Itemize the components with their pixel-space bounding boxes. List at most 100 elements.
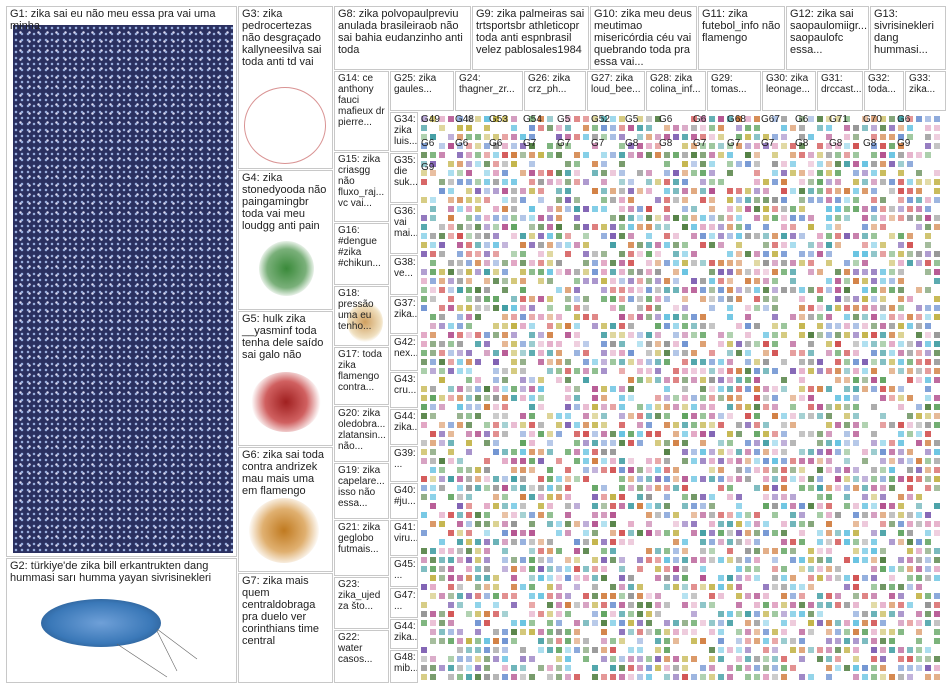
node-tile <box>781 656 787 662</box>
node-tile <box>826 134 832 140</box>
node-tile <box>934 269 940 275</box>
node-tile <box>529 134 535 140</box>
node-tile <box>538 458 544 464</box>
node-tile <box>619 485 625 491</box>
node-tile <box>880 179 886 185</box>
node-tile <box>664 665 670 671</box>
node-tile <box>529 521 535 527</box>
node-tile <box>628 656 634 662</box>
node-tile <box>691 323 697 329</box>
node-tile <box>754 269 760 275</box>
node-tile <box>871 116 877 122</box>
node-tile <box>880 629 886 635</box>
node-tile <box>565 422 571 428</box>
node-tile <box>817 170 823 176</box>
node-tile <box>529 233 535 239</box>
node-tile <box>484 161 490 167</box>
group-g7: G7: zika mais quem centraldobraga pra du… <box>238 573 333 683</box>
node-tile <box>601 431 607 437</box>
node-tile <box>583 233 589 239</box>
node-tile <box>520 422 526 428</box>
node-tile <box>772 557 778 563</box>
node-tile <box>817 503 823 509</box>
node-tile <box>907 575 913 581</box>
node-tile <box>826 539 832 545</box>
node-tile <box>772 314 778 320</box>
node-tile <box>907 323 913 329</box>
node-tile <box>493 611 499 617</box>
node-tile <box>628 260 634 266</box>
node-tile <box>529 305 535 311</box>
node-tile <box>700 422 706 428</box>
group-g28: G28: zika colina_inf... <box>646 71 706 111</box>
node-tile <box>439 278 445 284</box>
node-tile <box>691 260 697 266</box>
node-tile <box>547 602 553 608</box>
node-tile <box>871 575 877 581</box>
node-tile <box>664 323 670 329</box>
node-tile <box>862 251 868 257</box>
node-tile <box>826 161 832 167</box>
node-tile <box>871 269 877 275</box>
node-tile <box>871 449 877 455</box>
group-g10: G10: zika meu deus meutimao misericórdia… <box>590 6 697 70</box>
node-tile <box>484 422 490 428</box>
node-tile <box>871 593 877 599</box>
node-tile <box>925 197 931 203</box>
node-tile <box>547 674 553 680</box>
node-tile <box>448 395 454 401</box>
node-tile <box>655 611 661 617</box>
node-tile <box>790 188 796 194</box>
node-tile <box>835 575 841 581</box>
node-tile <box>493 224 499 230</box>
node-tile <box>853 656 859 662</box>
node-tile <box>682 566 688 572</box>
node-tile <box>457 116 463 122</box>
node-tile <box>898 602 904 608</box>
node-tile <box>502 242 508 248</box>
node-tile <box>763 521 769 527</box>
node-tile <box>898 116 904 122</box>
node-tile <box>709 530 715 536</box>
group-label: G43: cru... <box>394 374 417 396</box>
node-tile <box>601 386 607 392</box>
node-tile <box>448 440 454 446</box>
node-tile <box>925 422 931 428</box>
node-tile <box>880 386 886 392</box>
node-tile <box>475 647 481 653</box>
node-tile <box>700 539 706 545</box>
node-tile <box>718 485 724 491</box>
node-tile <box>520 134 526 140</box>
node-tile <box>475 566 481 572</box>
node-tile <box>916 260 922 266</box>
node-tile <box>592 665 598 671</box>
node-tile <box>781 539 787 545</box>
node-tile <box>880 296 886 302</box>
node-tile <box>619 422 625 428</box>
node-tile <box>475 467 481 473</box>
node-tile <box>763 665 769 671</box>
node-tile <box>484 512 490 518</box>
node-tile <box>799 332 805 338</box>
node-tile <box>799 125 805 131</box>
node-tile <box>673 584 679 590</box>
node-tile <box>754 170 760 176</box>
node-tile <box>619 557 625 563</box>
group-label: G5: hulk zika __yasminf toda tenha dele … <box>242 313 327 361</box>
node-tile <box>853 539 859 545</box>
node-tile <box>583 467 589 473</box>
node-tile <box>547 314 553 320</box>
node-tile <box>565 296 571 302</box>
node-tile <box>781 413 787 419</box>
node-tile <box>781 584 787 590</box>
node-tile <box>934 674 940 680</box>
node-tile <box>466 278 472 284</box>
node-tile <box>448 548 454 554</box>
node-tile <box>853 584 859 590</box>
node-tile <box>628 242 634 248</box>
node-tile <box>646 341 652 347</box>
node-tile <box>673 575 679 581</box>
node-tile <box>826 287 832 293</box>
group-g1: G1: zika sai eu não meu essa pra vai uma… <box>6 6 237 557</box>
node-tile <box>898 260 904 266</box>
